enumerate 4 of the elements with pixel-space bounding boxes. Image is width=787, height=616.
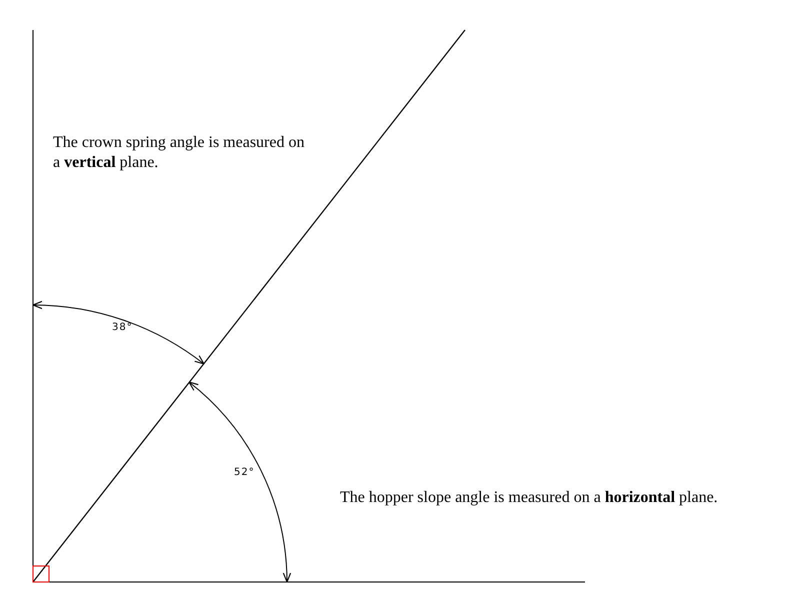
angle-label: 52° (234, 467, 255, 478)
note-text: The crown spring angle is measured on a vertical plane. (53, 133, 306, 173)
angle-label: 38° (112, 322, 133, 333)
note-text: The hopper slope angle is measured on a horizontal plane. (340, 488, 718, 508)
